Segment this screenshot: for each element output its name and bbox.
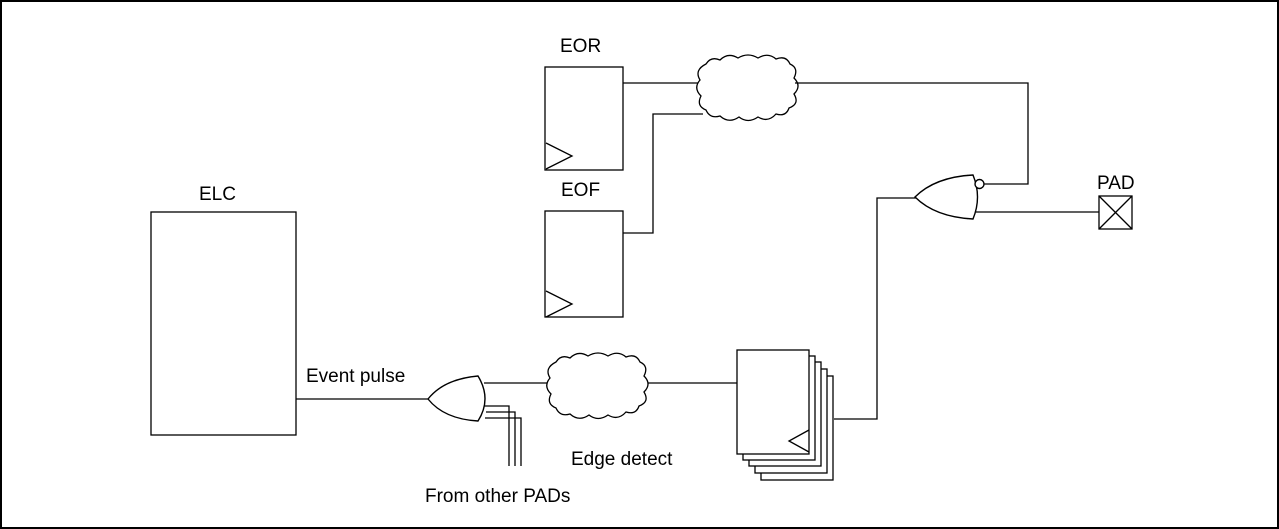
pad-label: PAD [1097,173,1135,194]
event-or-gate [427,375,486,422]
flipflop-front [736,349,810,455]
edge-detect-label: Edge detect [571,449,673,470]
from-other-pads-label: From other PADs [425,486,570,507]
other-pad-input-2 [486,411,516,466]
xnor-gate [914,174,979,220]
xnor-output-bubble [974,178,985,190]
elc-block [150,211,297,436]
other-pad-input-3 [485,417,522,466]
eor-register [544,66,624,171]
logic-to-xnor-wire [795,82,1029,185]
eof-register [544,210,624,318]
flipflop-to-xnor-wire [834,197,916,420]
eor-label: EOR [560,36,601,57]
flipflop-clock-icon [787,429,810,453]
eor-clock-icon [545,142,574,170]
output-logic-cloud [696,54,799,122]
eof-clock-icon [545,290,574,318]
edge-detect-cloud [546,352,649,420]
elc-label: ELC [199,184,236,205]
event-pulse-label: Event pulse [306,366,405,387]
eof-to-logic-wire [623,113,703,234]
other-pad-input-1 [484,405,510,466]
eof-label: EOF [561,180,600,201]
pad-icon-cross-b [1098,195,1133,230]
